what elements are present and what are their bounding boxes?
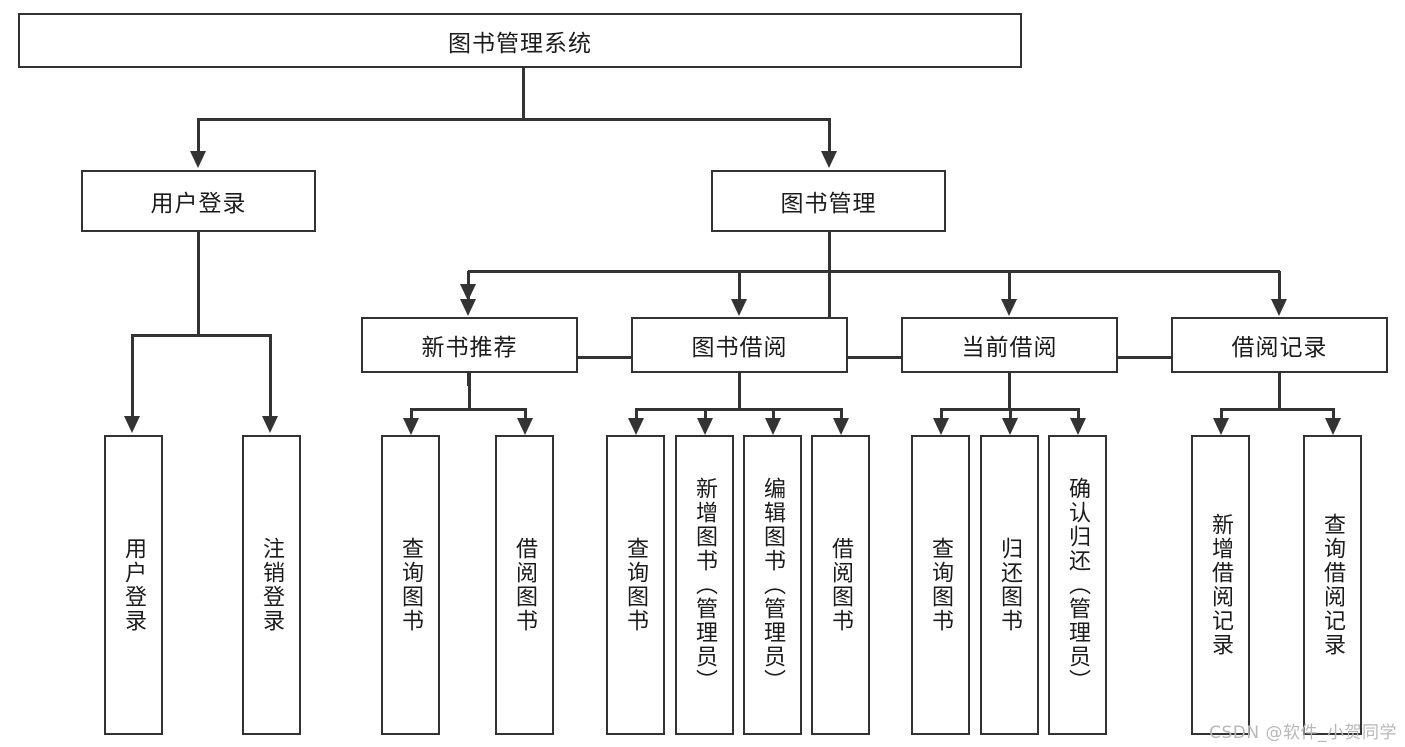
leaf-logout[interactable]: 注销登录 — [242, 435, 301, 735]
node-label: 图书管理 — [780, 191, 877, 217]
edge-g4-stem — [1278, 373, 1281, 410]
node-book-management[interactable]: 图书管理 — [711, 170, 946, 232]
node-label: 借阅记录 — [1231, 335, 1328, 361]
arrow-g4-1 — [1213, 418, 1229, 435]
edge-g3-d3 — [1077, 408, 1080, 420]
node-label: 新增图书（管理员） — [692, 477, 718, 693]
arrow-to-leaf-user-login — [124, 416, 140, 433]
node-label: 用户登录 — [121, 537, 147, 633]
arrow-g1-2 — [517, 418, 533, 435]
edge-to-user-login — [197, 118, 200, 153]
edge-lvl3-drop-2 — [738, 271, 741, 301]
node-label: 图书借阅 — [691, 335, 788, 361]
edge-level3-distribute-bar — [468, 270, 1280, 273]
edge-g4-bar — [1221, 408, 1335, 411]
edge-g2-d2 — [704, 408, 707, 420]
node-label: 查询借阅记录 — [1320, 513, 1346, 657]
arrow-g2-3 — [765, 418, 781, 435]
leaf-add-book-admin[interactable]: 新增图书（管理员） — [675, 435, 734, 735]
node-label: 注销登录 — [259, 537, 285, 633]
node-label: 编辑图书（管理员） — [760, 477, 786, 693]
edge-g4-d2 — [1332, 408, 1335, 420]
leaf-query-book-current[interactable]: 查询图书 — [911, 435, 970, 735]
leaf-confirm-return-admin[interactable]: 确认归还（管理员） — [1048, 435, 1107, 735]
node-borrow-record[interactable]: 借阅记录 — [1171, 317, 1388, 373]
leaf-query-borrow-record[interactable]: 查询借阅记录 — [1303, 435, 1362, 735]
edge-g1-stem — [468, 373, 471, 410]
edge-book-management-down — [828, 232, 831, 272]
edge-g2-stem — [738, 373, 741, 410]
edge-to-leaf-user-login — [131, 334, 134, 418]
node-label: 确认归还（管理员） — [1065, 477, 1091, 693]
node-label: 图书管理系统 — [448, 30, 592, 57]
node-book-borrow[interactable]: 图书借阅 — [631, 317, 848, 373]
node-user-login[interactable]: 用户登录 — [81, 170, 316, 232]
edge-level2-bar — [198, 118, 831, 121]
arrow-to-book-management — [821, 151, 837, 168]
node-label: 新书推荐 — [421, 335, 518, 361]
edge-g4-d1 — [1220, 408, 1223, 420]
edge-to-leaf-logout — [269, 334, 272, 418]
arrow-g3-1 — [933, 418, 949, 435]
node-label: 借阅图书 — [512, 537, 538, 633]
node-label: 查询图书 — [623, 537, 649, 633]
edge-g2-d4 — [840, 408, 843, 420]
arrow-g2-1 — [628, 418, 644, 435]
leaf-add-borrow-record[interactable]: 新增借阅记录 — [1191, 435, 1250, 735]
arrow-lvl3-1 — [460, 299, 476, 316]
node-label: 归还图书 — [997, 537, 1023, 633]
edge-g3-d1 — [940, 408, 943, 420]
edge-g1-d2 — [524, 408, 527, 420]
node-current-borrow[interactable]: 当前借阅 — [901, 317, 1118, 373]
arrow-g3-3 — [1070, 418, 1086, 435]
node-root-book-management-system[interactable]: 图书管理系统 — [18, 13, 1022, 68]
edge-book-management-stem — [828, 232, 831, 358]
leaf-edit-book-admin[interactable]: 编辑图书（管理员） — [743, 435, 802, 735]
node-label: 用户登录 — [150, 191, 247, 217]
edge-g1-d1 — [410, 408, 413, 420]
edge-lvl3-drop-3 — [1008, 271, 1011, 301]
edge-lvl3-drop-4 — [1278, 271, 1281, 301]
arrow-g2-2 — [697, 418, 713, 435]
edge-user-login-stem — [197, 232, 200, 336]
edge-g2-d3 — [772, 408, 775, 420]
edge-g2-bar — [636, 408, 843, 411]
node-new-book-recommend[interactable]: 新书推荐 — [361, 317, 578, 373]
arrow-to-user-login — [190, 151, 206, 168]
arrow-g4-2 — [1325, 418, 1341, 435]
arrow-g3-2 — [1002, 418, 1018, 435]
arrow-lvl3-4 — [1271, 299, 1287, 316]
leaf-user-login[interactable]: 用户登录 — [104, 435, 163, 735]
node-label: 当前借阅 — [961, 335, 1058, 361]
node-label: 借阅图书 — [828, 537, 854, 633]
edge-root-stem — [522, 68, 525, 120]
node-label: 查询图书 — [398, 537, 424, 633]
arrow-lvl3-2 — [731, 299, 747, 316]
leaf-borrow-book[interactable]: 借阅图书 — [811, 435, 870, 735]
leaf-query-book-borrow[interactable]: 查询图书 — [606, 435, 665, 735]
edge-g3-stem — [1008, 373, 1011, 410]
arrow-to-leaf-logout — [262, 416, 278, 433]
edge-to-book-management — [828, 118, 831, 153]
leaf-borrow-book-recommend[interactable]: 借阅图书 — [495, 435, 554, 735]
edge-lvl3-drop-1 — [467, 271, 470, 301]
edge-level3-bar — [468, 356, 1280, 359]
edge-g1-bar — [411, 408, 527, 411]
node-label: 查询图书 — [928, 537, 954, 633]
arrow-lvl3-3 — [1001, 299, 1017, 316]
edge-g2-d1 — [635, 408, 638, 420]
leaf-query-book-recommend[interactable]: 查询图书 — [381, 435, 440, 735]
arrow-g1-1 — [403, 418, 419, 435]
leaf-return-book[interactable]: 归还图书 — [980, 435, 1039, 735]
node-label: 新增借阅记录 — [1208, 513, 1234, 657]
edge-user-login-bar — [132, 334, 270, 337]
arrow-g2-4 — [833, 418, 849, 435]
edge-g3-d2 — [1009, 408, 1012, 420]
